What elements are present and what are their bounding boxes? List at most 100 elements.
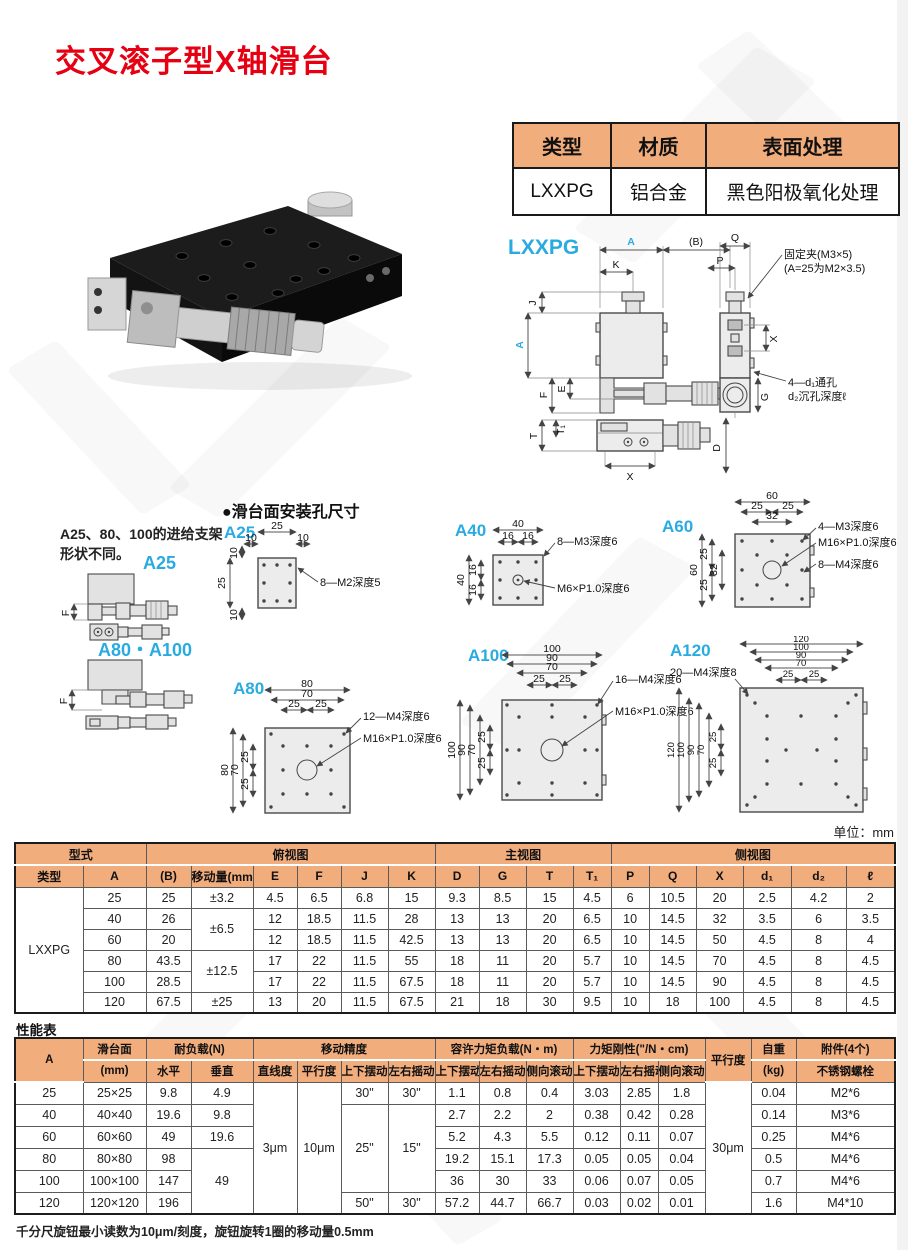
cell: 60 [14,1125,84,1149]
svg-text:16: 16 [522,530,534,542]
mount-label: A60 [662,517,693,536]
hole-note-line1: 4—d₁通孔 [788,376,837,389]
svg-text:16: 16 [467,584,479,596]
col-header: 滑台面 [82,1037,147,1061]
svg-text:25: 25 [288,698,300,710]
feed-note-line2: 形状不同。 [60,546,130,563]
svg-text:40: 40 [512,518,524,530]
cell: 147 [145,1169,192,1193]
col-header: 垂直 [190,1059,254,1083]
cell: 0.01 [657,1191,706,1215]
col-header: 左右摇动 [387,1059,436,1083]
mount-annotation: M16×P1.0深度6 [818,535,897,549]
cell: 30 [478,1169,527,1193]
group-header: 移动精度 [252,1037,436,1061]
table-row: 100 28.5 17 22 11.5 67.5 18 11 20 5.7 10… [15,970,896,993]
col-header: 上下摆动 [572,1059,621,1083]
col-header: A [82,864,147,888]
svg-text:10: 10 [297,532,309,544]
cell: 0.4 [525,1081,574,1105]
cell: 25 [82,886,147,909]
svg-text:10: 10 [228,547,240,559]
cell: 0.12 [572,1125,621,1149]
cell: 5.7 [572,970,612,993]
table-row: 120 67.5 ±25 13 20 11.5 67.5 21 18 30 9.… [15,991,896,1014]
cell: 14.5 [648,949,697,972]
col-header: 直线度 [252,1059,298,1083]
cell: 13 [252,991,298,1014]
cell: 9.3 [434,886,480,909]
table-row: 60 20 12 18.5 11.5 42.5 13 13 20 6.5 10 … [15,928,896,951]
cell: 66.7 [525,1191,574,1215]
cell: 0.05 [572,1147,621,1171]
svg-text:25: 25 [239,751,251,763]
col-header: 左右摇动 [619,1059,659,1083]
cell: 2.2 [478,1103,527,1127]
table-row: 100 100×100 147 36 30 33 0.06 0.07 0.05 … [14,1169,896,1193]
cell: 10.5 [648,886,697,909]
cell: 1.6 [750,1191,797,1215]
page-edge-strip [897,0,908,1250]
col-header: E [252,864,298,888]
cell: 9.8 [145,1081,192,1105]
cell: 0.38 [572,1103,621,1127]
cell: M3*6 [795,1103,896,1127]
mount-annotation: 12—M4深度6 [363,709,430,723]
cell: 2.7 [434,1103,480,1127]
spec-header-surface: 表面处理 [705,122,900,169]
group-header: 侧视图 [610,842,896,866]
cell: 0.07 [657,1125,706,1149]
cell: M4*10 [795,1191,896,1215]
cell: 0.28 [657,1103,706,1127]
table-row: 80 80×80 98 49 19.2 15.1 17.3 0.05 0.05 … [14,1147,896,1215]
svg-text:10: 10 [228,609,240,620]
col-header: A [14,1037,84,1083]
cell: 4.2 [790,886,847,909]
svg-text:40: 40 [455,574,467,586]
svg-text:70: 70 [301,688,313,700]
cell: 11 [478,949,527,972]
dim-f: F [538,392,550,398]
cell: 28 [387,907,436,930]
spec-header-type: 类型 [512,122,612,169]
cell: 4.5 [845,991,896,1014]
cell: 4.5 [742,928,792,951]
cell: 0.04 [657,1147,706,1171]
cell: 60×60 [82,1125,147,1149]
col-header: 不锈钢螺栓 [795,1059,896,1083]
cell: 8 [790,949,847,972]
cell: 120 [82,991,147,1014]
cell: 10 [610,949,650,972]
col-header: 附件(4个) [795,1037,896,1061]
mount-label: A25 [224,523,255,542]
cell: 11.5 [340,970,389,993]
cell: 17 [252,970,298,993]
cell: 6 [610,886,650,909]
svg-text:25: 25 [239,778,251,790]
mount-annotation: M16×P1.0深度6 [615,704,694,718]
cell: 13 [478,907,527,930]
cell: 12 [252,907,298,930]
cell: 11 [478,970,527,993]
cell: 40 [14,1103,84,1127]
dim-b: (B) [689,236,703,248]
cell: 4.5 [572,886,612,909]
cell: 2 [525,1103,574,1127]
svg-text:25: 25 [216,577,228,589]
cell: 2 [845,886,896,909]
mount-annotation: 20—M4深度8 [670,665,737,679]
cell: 100 [695,991,744,1014]
cell: 90 [695,970,744,993]
cell: 19.6 [145,1103,192,1127]
cell: 25 [145,886,192,909]
cell: 10 [610,970,650,993]
cell-merged: ±12.5 [190,949,254,993]
cell: 15 [525,886,574,909]
cell: 49 [145,1125,192,1149]
dim-x-bottom: X [626,471,633,483]
svg-text:60: 60 [688,564,700,576]
table-row: LXXPG 25 25 ±3.2 4.5 6.5 6.8 15 9.3 8.5 … [14,886,896,1014]
dim-t1: T₁ [555,425,567,435]
cell: 67.5 [387,970,436,993]
cell: 18 [648,991,697,1014]
